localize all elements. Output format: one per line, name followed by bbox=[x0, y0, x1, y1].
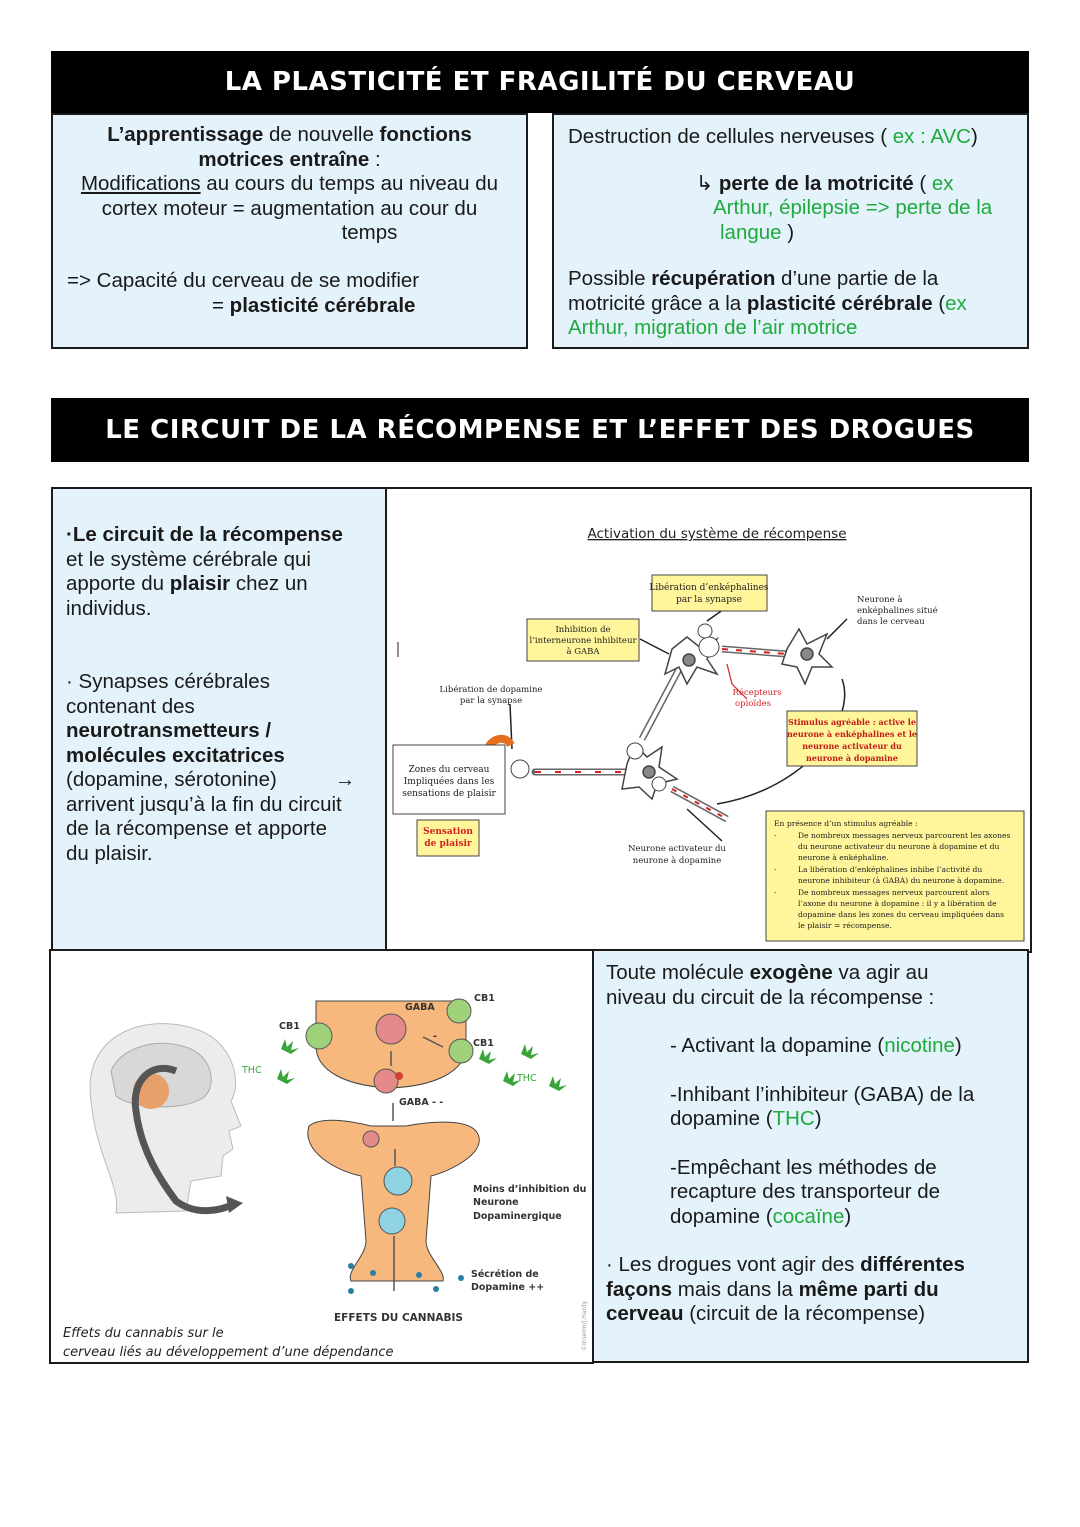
cannabis-labels: GABA CB1 CB1 CB1 THC THC - GABA - - Moin… bbox=[241, 993, 586, 1324]
svg-text:CB1: CB1 bbox=[474, 993, 495, 1004]
svg-text:neurone activateur du: neurone activateur du bbox=[802, 741, 902, 751]
svg-text:De nombreux messages nerveux p: De nombreux messages nerveux parcourent … bbox=[798, 831, 1011, 840]
svg-text:THC: THC bbox=[241, 1065, 262, 1076]
label-enkephalin-neuron: Neurone à enképhalines situé dans le cer… bbox=[857, 594, 938, 627]
reward-diagram: Activation du système de récompense bbox=[385, 487, 1032, 953]
postsynaptic-neuron bbox=[307, 1119, 480, 1282]
svg-text:le plaisir = récompense.: le plaisir = récompense. bbox=[798, 921, 892, 930]
svg-text:En présence d’un stimulus agré: En présence d’un stimulus agréable : bbox=[774, 819, 918, 828]
svg-text:neurone inhibiteur (à GABA) du: neurone inhibiteur (à GABA) du neurone à… bbox=[798, 876, 1004, 885]
section-title-plasticity: LA PLASTICITÉ ET FRAGILITÉ DU CERVEAU bbox=[51, 51, 1029, 113]
svg-text:Moins d’inhibition du: Moins d’inhibition du bbox=[473, 1184, 586, 1195]
svg-text:neurone à dopamine: neurone à dopamine bbox=[633, 855, 722, 866]
reward-diagram-svg: Activation du système de récompense bbox=[392, 526, 1025, 942]
svg-text:à GABA: à GABA bbox=[566, 646, 600, 657]
cannabis-caption-2: cerveau liés au développement d’une dépe… bbox=[63, 1345, 393, 1360]
label-opioid-receptors: Récepteurs opioïdes bbox=[732, 687, 781, 709]
svg-text:-: - bbox=[774, 888, 777, 897]
axon-activator-signal bbox=[671, 788, 728, 820]
svg-text:Inhibition de: Inhibition de bbox=[555, 625, 610, 635]
section-title-reward: LE CIRCUIT DE LA RÉCOMPENSE ET L’EFFET D… bbox=[51, 398, 1029, 462]
svg-text:dans le cerveau: dans le cerveau bbox=[857, 617, 925, 627]
learning-text: L’apprentissage de nouvelle fonctions mo… bbox=[80, 123, 499, 244]
cannabis-leaf-icons bbox=[277, 1039, 567, 1091]
svg-text:du neurone activateur du neuro: du neurone activateur du neurone à dopam… bbox=[798, 842, 999, 851]
svg-text:Neurone activateur du: Neurone activateur du bbox=[628, 844, 726, 854]
plasticity-text: => Capacité du cerveau de se modifier = … bbox=[67, 269, 420, 317]
cannabis-figure: GABA CB1 CB1 CB1 THC THC - GABA - - Moin… bbox=[49, 949, 594, 1364]
synapse-terminals bbox=[510, 623, 720, 792]
svg-text:neurone à enképhalines et le: neurone à enképhalines et le bbox=[787, 729, 917, 739]
svg-text:THC: THC bbox=[516, 1073, 537, 1084]
axon-enkephalin-signal bbox=[721, 648, 788, 655]
image-credit: ©Inserm/J.Hardy bbox=[581, 1300, 588, 1351]
panel-learning: L’apprentissage de nouvelle fonctions mo… bbox=[51, 113, 528, 349]
reward-text: ·Le circuit de la récompense et le systè… bbox=[66, 523, 356, 865]
svg-text:CB1: CB1 bbox=[279, 1021, 300, 1032]
svg-text:Stimulus agréable : active le: Stimulus agréable : active le bbox=[788, 717, 916, 727]
svg-text:Neurone à: Neurone à bbox=[857, 594, 902, 605]
svg-text:opioïdes: opioïdes bbox=[735, 699, 771, 709]
svg-text:-: - bbox=[433, 1031, 437, 1042]
dopamine-dots bbox=[348, 1263, 464, 1294]
svg-text:l’axone du neurone à dopamine: l’axone du neurone à dopamine : il y a l… bbox=[798, 899, 997, 908]
svg-text:enképhalines situé: enképhalines situé bbox=[857, 605, 938, 616]
svg-text:Sensation: Sensation bbox=[423, 827, 473, 837]
svg-text:par la synapse: par la synapse bbox=[460, 696, 522, 706]
cannabis-caption-1: Effets du cannabis sur le bbox=[63, 1326, 224, 1341]
svg-text:de plaisir: de plaisir bbox=[424, 839, 472, 849]
svg-text:La libération d’enképhalines i: La libération d’enképhalines inhibe l’ac… bbox=[798, 865, 982, 874]
neuron-enkephalin bbox=[781, 627, 834, 686]
svg-text:Sécrétion de: Sécrétion de bbox=[471, 1269, 539, 1280]
drugs-text: Toute molécule exogène va agir au niveau… bbox=[606, 961, 975, 1325]
svg-text:par la synapse: par la synapse bbox=[676, 595, 742, 605]
svg-text:EFFETS DU CANNABIS: EFFETS DU CANNABIS bbox=[334, 1312, 463, 1324]
svg-text:De nombreux messages nerveux p: De nombreux messages nerveux parcourent … bbox=[798, 888, 990, 897]
box-pleasure-sensation: Sensation de plaisir bbox=[416, 819, 480, 857]
destruction-text: Destruction de cellules nerveuses ( ex :… bbox=[568, 125, 993, 339]
label-dopamine-release: Libération de dopamine par la synapse bbox=[440, 684, 543, 706]
svg-text:Dopamine ++: Dopamine ++ bbox=[471, 1282, 544, 1293]
box-pleasure-zones: Zones du cerveau Impliquées dans les sen… bbox=[392, 744, 506, 815]
svg-text:sensations de plaisir: sensations de plaisir bbox=[402, 789, 496, 799]
head-silhouette-icon bbox=[89, 1023, 243, 1215]
svg-text:Impliquées dans les: Impliquées dans les bbox=[404, 776, 495, 787]
release-arrows bbox=[390, 1036, 444, 1291]
svg-text:Libération de dopamine: Libération de dopamine bbox=[440, 684, 543, 695]
svg-text:GABA: GABA bbox=[405, 1002, 435, 1013]
svg-text:neurone à dopamine: neurone à dopamine bbox=[806, 753, 898, 763]
diagram-title: Activation du système de récompense bbox=[587, 526, 846, 542]
svg-text:Récepteurs: Récepteurs bbox=[732, 687, 781, 698]
svg-text:Libération d’enképhalines: Libération d’enképhalines bbox=[649, 582, 769, 593]
presynaptic-terminal bbox=[305, 998, 474, 1094]
box-gaba-inhibition: Inhibition de l’interneurone inhibiteur … bbox=[526, 618, 640, 662]
cannabis-svg: GABA CB1 CB1 CB1 THC THC - GABA - - Moin… bbox=[63, 993, 588, 1360]
svg-text:-: - bbox=[774, 831, 777, 840]
panel-destruction: Destruction de cellules nerveuses ( ex :… bbox=[552, 113, 1029, 349]
svg-text:-: - bbox=[774, 865, 777, 874]
receptor-pointer bbox=[726, 663, 748, 700]
panel-drugs: Toute molécule exogène va agir au niveau… bbox=[592, 949, 1029, 1363]
label-activator-neuron: Neurone activateur du neurone à dopamine bbox=[628, 844, 726, 866]
box-enkephalin-release: Libération d’enképhalines par la synapse bbox=[649, 574, 769, 612]
svg-text:dopamine dans les zones du cer: dopamine dans les zones du cerveau impli… bbox=[798, 910, 1004, 919]
panel-reward-circuit: ·Le circuit de la récompense et le systè… bbox=[51, 487, 387, 953]
svg-text:CB1: CB1 bbox=[473, 1038, 494, 1049]
svg-text:GABA - -: GABA - - bbox=[399, 1097, 443, 1108]
svg-text:Neurone: Neurone bbox=[473, 1197, 519, 1208]
svg-text:Dopaminergique: Dopaminergique bbox=[473, 1211, 562, 1222]
svg-text:l’interneurone inhibiteur: l’interneurone inhibiteur bbox=[529, 636, 637, 646]
box-pleasant-stimulus: Stimulus agréable : active le neurone à … bbox=[786, 710, 918, 767]
svg-text:neurone à enképhaline.: neurone à enképhaline. bbox=[798, 853, 889, 862]
box-explanation: En présence d’un stimulus agréable : - D… bbox=[765, 810, 1025, 942]
svg-text:Zones du cerveau: Zones du cerveau bbox=[409, 765, 490, 775]
